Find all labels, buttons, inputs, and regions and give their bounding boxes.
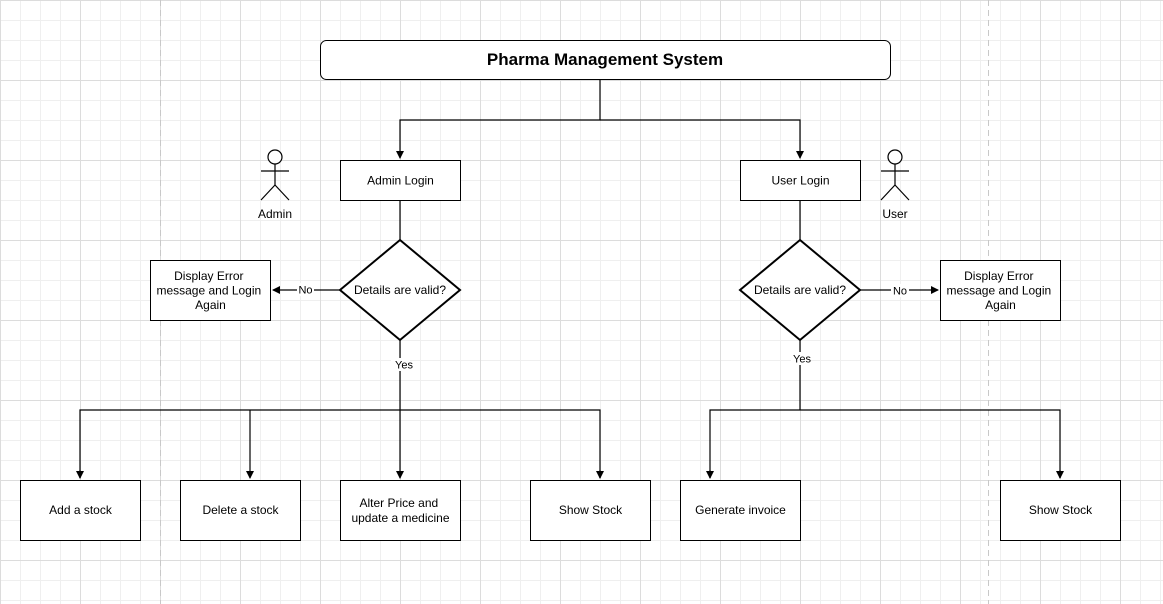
admin-login-box[interactable]: [340, 160, 461, 201]
add-stock-label: Add a stock: [49, 503, 113, 517]
connector-admin-branch-bus: [79, 409, 601, 478]
user-yes-label: Yes: [793, 354, 811, 366]
user-login-box[interactable]: [740, 160, 861, 201]
admin-decision-label: Details are valid?: [354, 283, 446, 297]
title-box[interactable]: [320, 40, 891, 80]
diagram-title: Pharma Management System: [487, 50, 723, 69]
user-login-label: User Login: [771, 174, 829, 188]
admin-login-label: Admin Login: [367, 174, 434, 188]
user-no-label: No: [893, 286, 907, 298]
delete-stock-label: Delete a stock: [202, 503, 279, 517]
user-error-label: Display Error message and Login Again: [946, 269, 1054, 312]
user-actor-icon[interactable]: [880, 149, 910, 201]
admin-no-label: No: [298, 285, 312, 297]
admin-error-line: Display Error: [174, 269, 243, 283]
admin-error-line: Again: [195, 298, 226, 312]
admin-error-box[interactable]: [150, 260, 271, 321]
edge-label-bg: [891, 284, 909, 297]
generate-invoice-label: Generate invoice: [695, 503, 786, 517]
admin-yes-label: Yes: [395, 360, 413, 372]
user-show-stock-box[interactable]: [1000, 480, 1121, 541]
connectors: [76, 80, 1064, 479]
user-decision-diamond[interactable]: [738, 238, 862, 342]
user-error-line: Display Error: [964, 269, 1033, 283]
admin-error-label: Display Error message and Login Again: [156, 269, 264, 312]
user-show-stock-label: Show Stock: [1029, 503, 1093, 517]
user-actor-label: User: [882, 207, 907, 221]
admin-actor-icon[interactable]: [260, 149, 290, 201]
edge-label-bg: [297, 283, 314, 296]
user-error-line: message and Login: [946, 284, 1051, 298]
alter-price-label: Alter Price and update a medicine: [351, 496, 449, 525]
user-error-box[interactable]: [940, 260, 1061, 321]
connector-title-admin: [396, 80, 601, 159]
delete-stock-box[interactable]: [180, 480, 301, 541]
user-decision-label: Details are valid?: [754, 283, 846, 297]
admin-show-stock-label: Show Stock: [559, 503, 623, 517]
admin-show-stock-box[interactable]: [530, 480, 651, 541]
connector-title-user: [600, 119, 804, 159]
edge-label-bg: [791, 352, 810, 365]
alter-price-line: Alter Price and: [359, 496, 438, 510]
alter-price-box[interactable]: [340, 480, 461, 541]
admin-actor-label: Admin: [258, 207, 292, 221]
edge-label-bg: [391, 358, 410, 371]
generate-invoice-box[interactable]: [680, 480, 801, 541]
alter-price-line: update a medicine: [351, 511, 449, 525]
user-error-line: Again: [985, 298, 1016, 312]
admin-error-line: message and Login: [156, 284, 261, 298]
connector-user-branch-bus: [709, 409, 1061, 478]
add-stock-box[interactable]: [20, 480, 141, 541]
admin-decision-diamond[interactable]: [338, 238, 462, 342]
